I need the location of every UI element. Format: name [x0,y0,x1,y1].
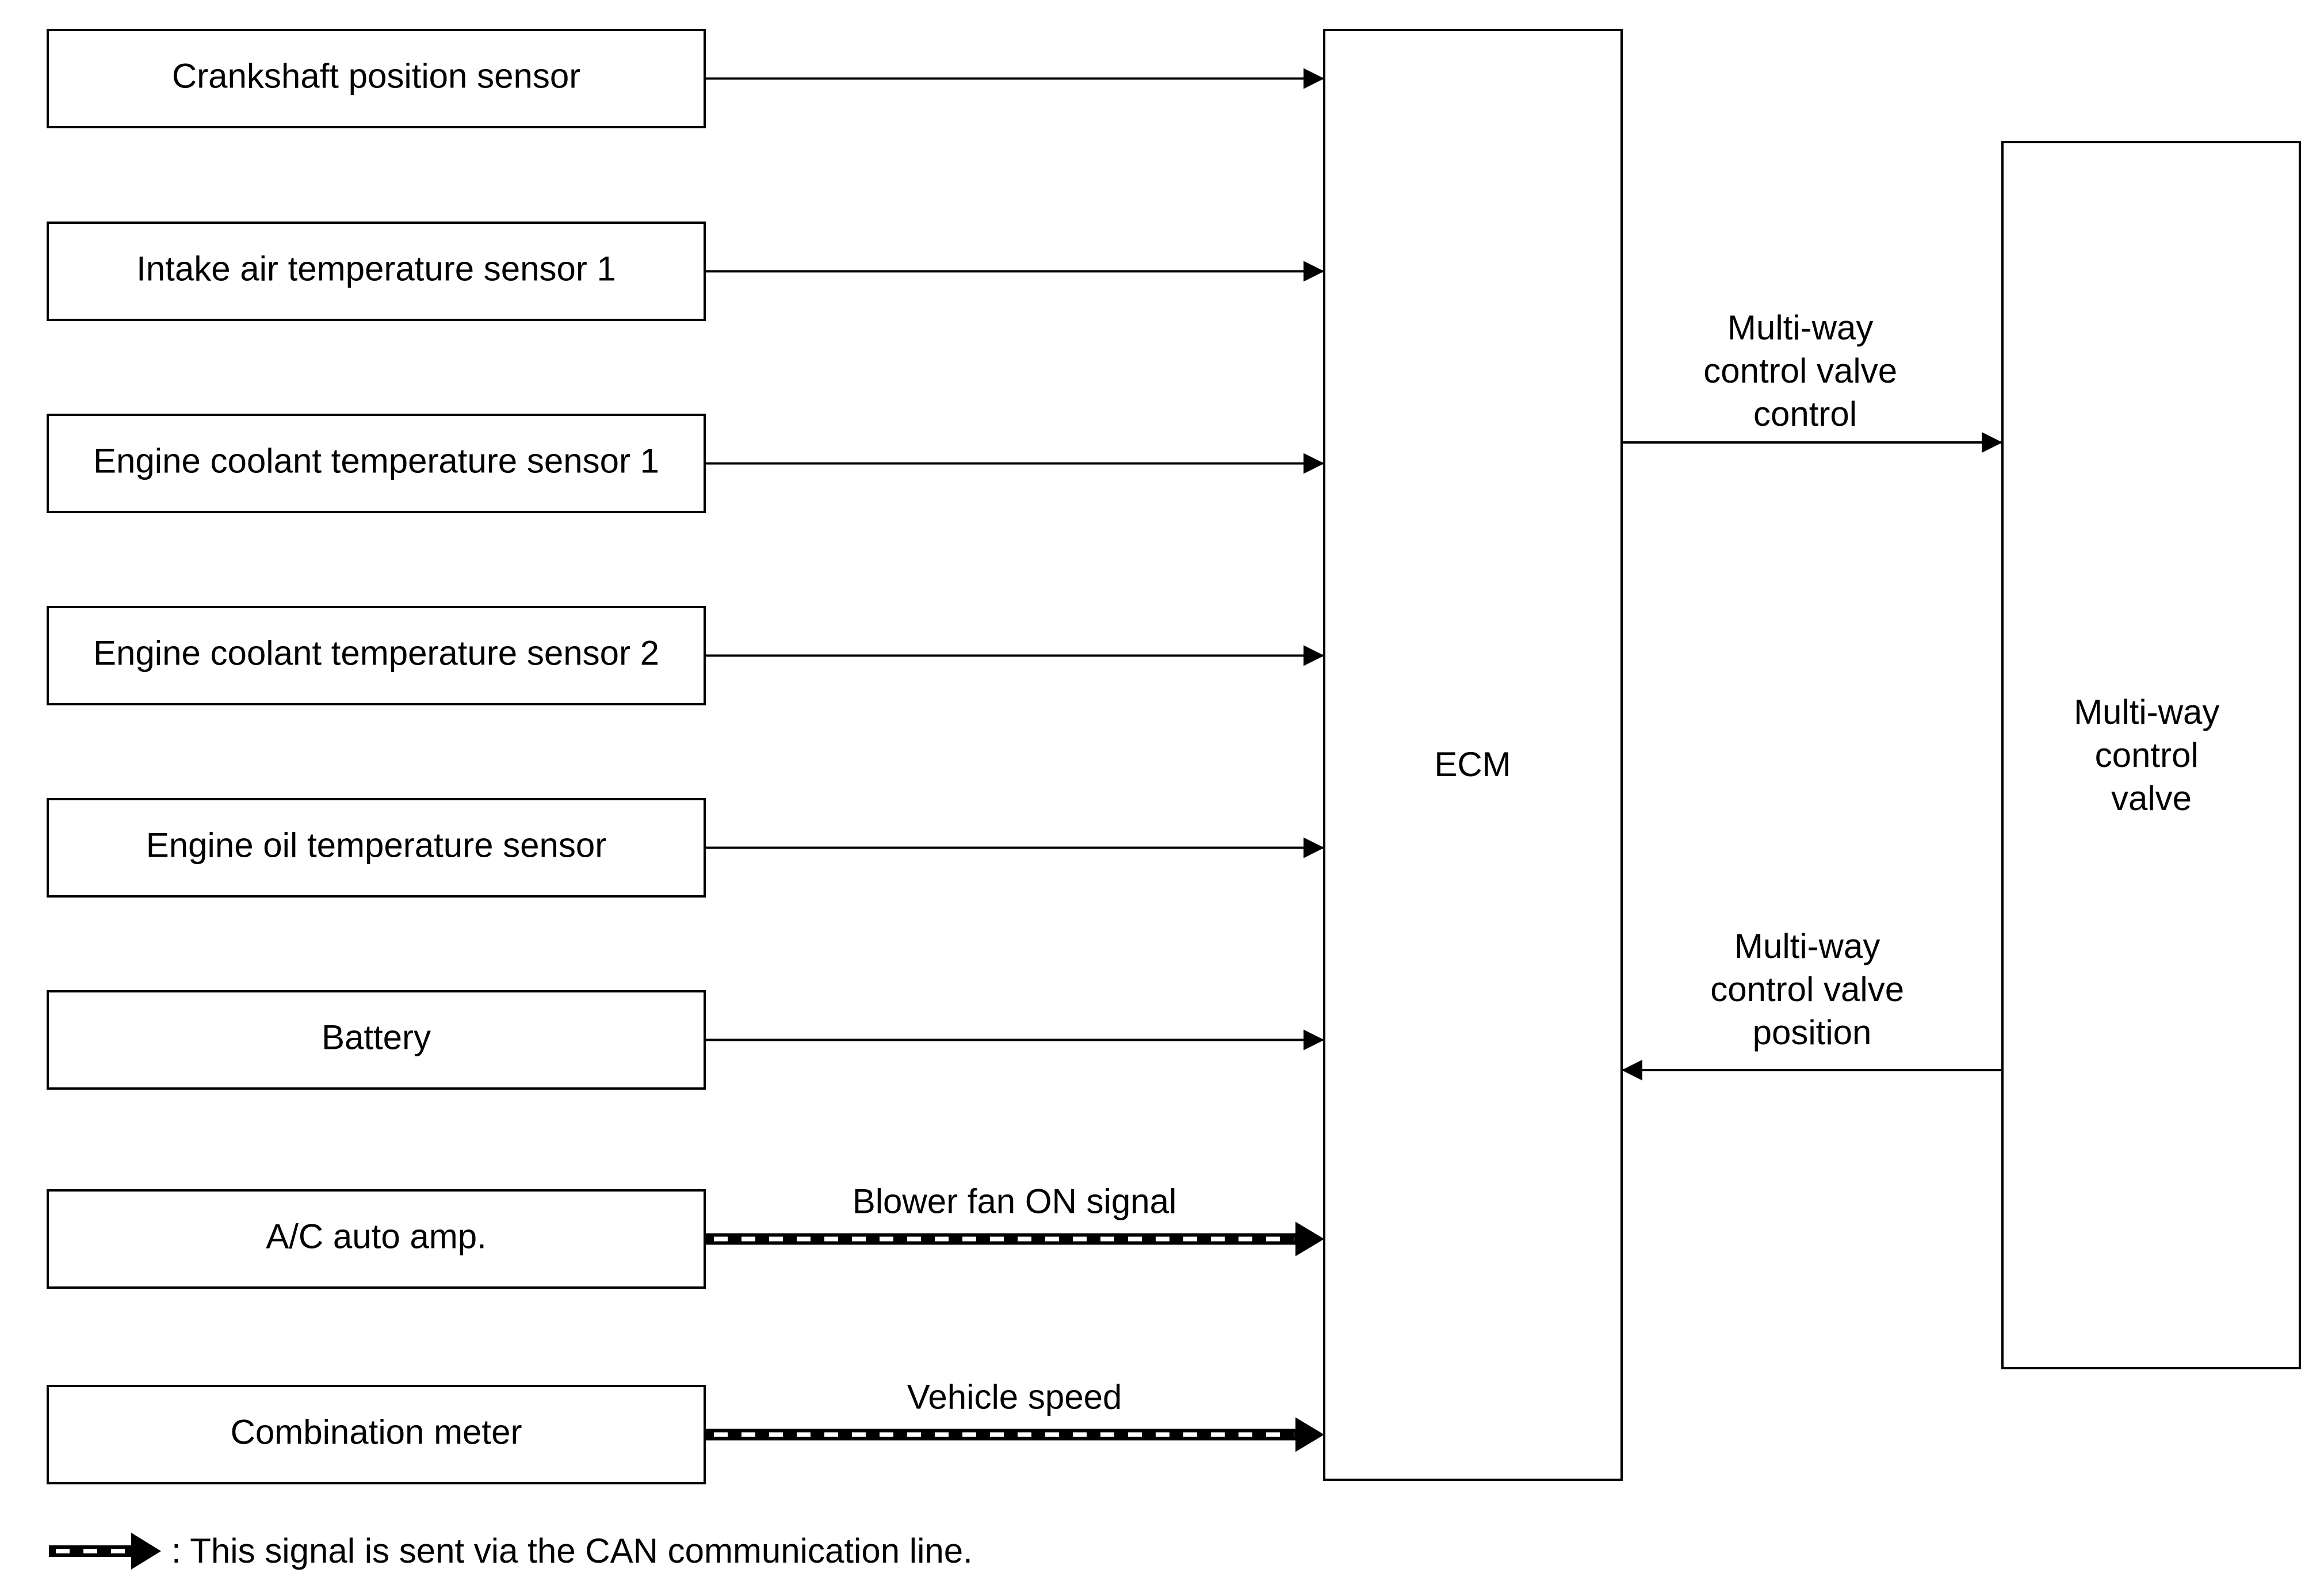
input-combination-meter: Combination meter Vehicle speed [47,1378,1324,1484]
input-label: Engine oil temperature sensor [146,826,606,864]
input-box [47,1189,706,1289]
ecm-label: ECM [1434,745,1511,784]
valve-label: Multi-way control valve [2074,693,2229,818]
can-signal-arrow [705,1417,1324,1452]
valve-control-signal-label: Multi-way control valve control [1703,308,1907,433]
can-line-legend-icon [49,1533,161,1570]
input-label: A/C auto amp. [266,1217,487,1255]
can-signal-arrow [705,1221,1324,1257]
can-signal-label: Blower fan ON signal [853,1182,1177,1221]
input-ac-amp: A/C auto amp. Blower fan ON signal [47,1182,1324,1289]
input-label: Intake air temperature sensor 1 [136,249,616,288]
input-box [47,606,706,705]
input-crankshaft: Crankshaft position sensor [47,29,1324,128]
input-label: Battery [322,1018,431,1056]
input-box [47,990,706,1090]
input-coolant2: Engine coolant temperature sensor 2 [47,606,1324,705]
can-signal-label: Vehicle speed [907,1378,1122,1416]
input-box [47,1385,706,1484]
legend-text: : This signal is sent via the CAN commun… [171,1532,973,1570]
input-oil-temp: Engine oil temperature sensor [47,798,1324,898]
valve-control-connection: Multi-way control valve control [1622,308,2002,453]
input-label: Engine coolant temperature sensor 1 [93,441,659,480]
input-label: Combination meter [231,1412,522,1451]
input-label: Crankshaft position sensor [172,56,580,95]
ecm-block: ECM [1323,29,1623,1481]
multi-way-control-valve-block: Multi-way control valve [2001,141,2301,1369]
input-battery: Battery [47,990,1324,1090]
input-box [47,798,706,898]
valve-position-signal-label: Multi-way control valve position [1710,927,1914,1052]
input-box [47,414,706,513]
input-coolant1: Engine coolant temperature sensor 1 [47,414,1324,513]
legend: : This signal is sent via the CAN commun… [49,1532,973,1570]
input-box [47,222,706,321]
input-intake-air: Intake air temperature sensor 1 [47,222,1324,321]
input-label: Engine coolant temperature sensor 2 [93,633,659,672]
input-box [47,29,706,128]
valve-position-connection: Multi-way control valve position [1622,927,2002,1080]
